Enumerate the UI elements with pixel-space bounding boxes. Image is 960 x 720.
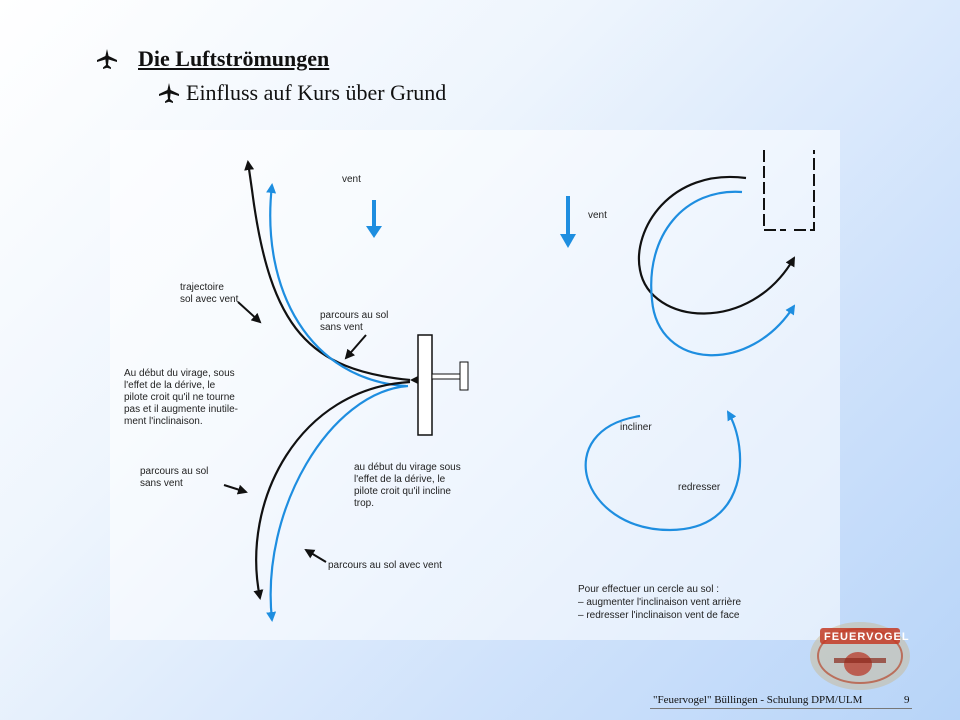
blue-full-circle (584, 410, 742, 532)
svg-text:– augmenter l'inclinaison ven: – augmenter l'inclinaison vent arrière (578, 597, 742, 608)
black-circle-path (637, 175, 795, 315)
black-path-lower (253, 380, 411, 600)
page-number: 9 (904, 694, 910, 706)
label-parcours-top-2: sans vent (320, 322, 363, 333)
slide-title: Die Luftströmungen (138, 46, 330, 71)
pointer-trajectoire (237, 301, 262, 324)
pointer-parcours-avec-vent (304, 548, 327, 563)
airplane-bullet-icon (97, 49, 117, 69)
right-diagram: vent incliner redresser Pour effectuer u… (560, 150, 815, 621)
label-vent-left: vent (342, 174, 361, 185)
black-path-upper (244, 160, 411, 382)
label-redresser: redresser (678, 482, 721, 493)
svg-text:Au début du virage, sous: Au début du virage, sous (124, 368, 235, 379)
label-parcours-top-1: parcours au sol (320, 310, 388, 321)
building-outline-left (763, 150, 786, 231)
svg-text:– redresser l'inclinaison ven: – redresser l'inclinaison vent de face (578, 610, 740, 621)
blue-path-upper (266, 183, 407, 388)
svg-text:pilote croit qu'il ne tourne: pilote croit qu'il ne tourne (124, 392, 235, 403)
footer-text: "Feuervogel" Büllingen - Schulung DPM/UL… (653, 694, 863, 706)
title-row: Die Luftströmungen (96, 46, 329, 72)
note-left-1: Au début du virage, sous l'effet de la d… (124, 368, 238, 427)
svg-text:trop.: trop. (354, 498, 374, 509)
logo-text: FEUERVOGEL (824, 631, 910, 643)
pointer-parcours-bottom (223, 484, 248, 495)
label-trajectoire-2: sol avec vent (180, 294, 239, 305)
wind-arrowhead-right (560, 234, 576, 248)
note-right: Pour effectuer un cercle au sol : – augm… (578, 584, 742, 621)
svg-text:Pour effectuer un cercle au so: Pour effectuer un cercle au sol : (578, 584, 719, 595)
blue-path-lower (266, 384, 409, 622)
subtitle-row: Einfluss auf Kurs über Grund (158, 80, 446, 106)
svg-text:ment l'inclinaison.: ment l'inclinaison. (124, 416, 203, 427)
airplane-bullet-icon (159, 83, 179, 103)
slide-subtitle: Einfluss auf Kurs über Grund (186, 80, 447, 105)
note-left-2: au début du virage sous l'effet de la dé… (354, 462, 461, 509)
feuervogel-logo: FEUERVOGEL (810, 622, 910, 690)
airplane-icon (410, 334, 469, 436)
left-diagram: vent trajectoire sol avec vent parcours … (124, 160, 469, 622)
building-outline-right (794, 150, 815, 231)
svg-text:pas et il augmente inutile-: pas et il augmente inutile- (124, 404, 238, 415)
footer-divider (650, 708, 912, 709)
wind-arrowhead-left (366, 226, 382, 238)
svg-text:pilote croit qu'il incline: pilote croit qu'il incline (354, 486, 451, 497)
label-parcours-avec-vent: parcours au sol avec vent (328, 560, 442, 571)
svg-text:l'effet de la dérive, le: l'effet de la dérive, le (354, 474, 446, 485)
diagram-background (110, 130, 840, 640)
label-incliner: incliner (620, 422, 652, 433)
label-trajectoire-1: trajectoire (180, 282, 224, 293)
svg-text:au début du virage sous: au début du virage sous (354, 462, 461, 473)
wind-drift-diagram: vent trajectoire sol avec vent parcours … (110, 130, 840, 640)
label-parcours-bottom-2: sans vent (140, 478, 183, 489)
pointer-parcours-top (344, 334, 367, 360)
label-parcours-bottom-1: parcours au sol (140, 466, 208, 477)
svg-text:l'effet de la dérive, le: l'effet de la dérive, le (124, 380, 216, 391)
blue-circle-path (650, 190, 796, 357)
label-vent-right: vent (588, 210, 607, 221)
